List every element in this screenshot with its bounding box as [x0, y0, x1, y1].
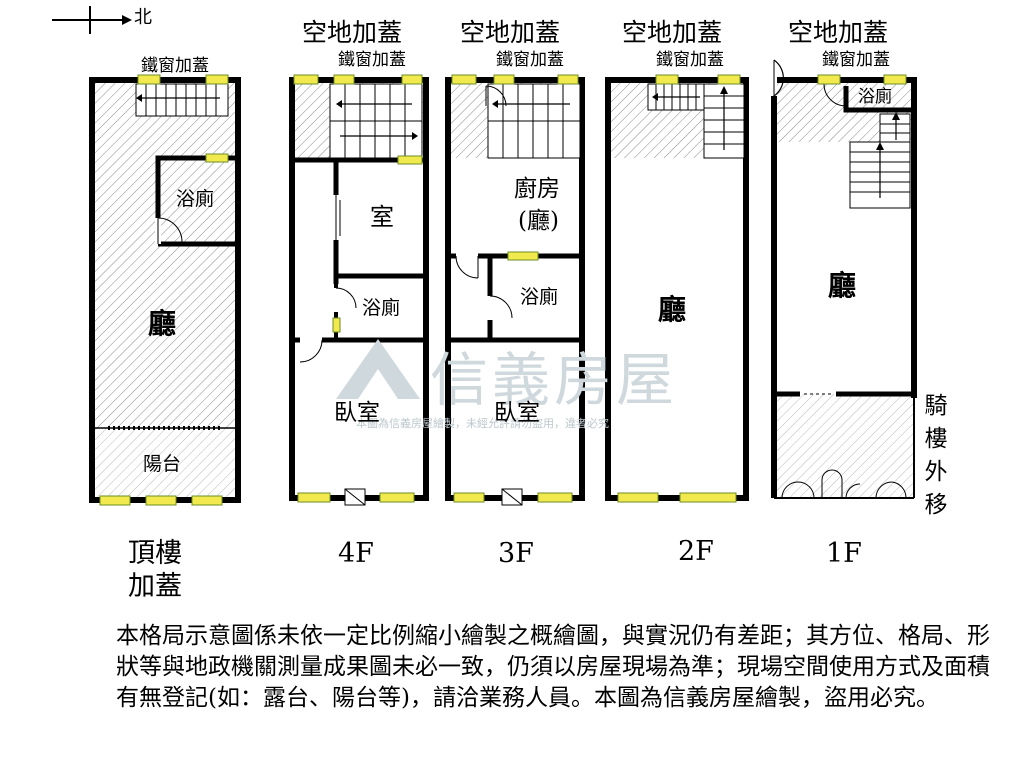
f2-floor-label: 2F	[678, 536, 714, 567]
f2-hall-label: 廳	[658, 293, 687, 326]
f3-floor-label: 3F	[498, 538, 534, 569]
f1-floor-label: 1F	[826, 538, 862, 569]
compass-arrow	[52, 6, 132, 34]
f2-window-label: 鐵窗加蓋	[656, 50, 724, 70]
roof-hall-label: 廳	[148, 307, 177, 340]
f3-kitchen-label: 廚房	[514, 176, 560, 202]
disclaimer-text: 本格局示意圖係未依一定比例縮小繪製之概繪圖，與實況仍有差距；其方位、格局、形狀等…	[116, 623, 990, 711]
f3-kitchen-sub-label: (廳)	[518, 208, 559, 234]
roof-bath-label: 浴廁	[176, 188, 215, 210]
f4-bedroom-label: 臥室	[334, 400, 380, 426]
f4-bath-label: 浴廁	[362, 297, 401, 319]
roof-balcony-label: 陽台	[143, 453, 182, 475]
watermark-notice: 本圖為信義房屋繪製，未經允許請勿盜用，違者必究	[356, 417, 609, 430]
north-label: 北	[134, 7, 152, 28]
floor-1f-plan	[771, 59, 917, 499]
f4-header: 空地加蓋	[302, 18, 403, 47]
floor-3f-plan	[445, 74, 585, 506]
f3-bedroom-label: 臥室	[494, 400, 540, 426]
f4-window-label: 鐵窗加蓋	[338, 50, 406, 70]
f1-arcade-label: 騎樓外移	[924, 393, 948, 518]
f3-header: 空地加蓋	[460, 18, 561, 47]
f1-bath-label: 浴廁	[858, 87, 892, 107]
floor-4f-plan	[289, 74, 429, 506]
roof-floor-label-line1: 頂樓	[128, 538, 182, 569]
roof-window-label: 鐵窗加蓋	[141, 56, 209, 76]
brand-logo-icon	[336, 339, 420, 399]
f4-floor-label: 4F	[338, 538, 374, 569]
watermark-brand: 信義房屋	[430, 346, 679, 414]
f1-window-label: 鐵窗加蓋	[822, 50, 890, 70]
roof-floor-label-line2: 加蓋	[128, 571, 182, 602]
f2-header: 空地加蓋	[622, 18, 723, 47]
watermark: 信義房屋 本圖為信義房屋繪製，未經允許請勿盜用，違者必究	[336, 333, 674, 430]
f1-header: 空地加蓋	[788, 18, 889, 47]
roof-floor-plan	[89, 74, 241, 506]
f4-room-label: 室	[370, 203, 394, 231]
f1-hall-label: 廳	[828, 269, 857, 302]
floor-2f-plan	[605, 74, 749, 503]
f3-bath-label: 浴廁	[520, 286, 559, 308]
f3-window-label: 鐵窗加蓋	[496, 50, 564, 70]
